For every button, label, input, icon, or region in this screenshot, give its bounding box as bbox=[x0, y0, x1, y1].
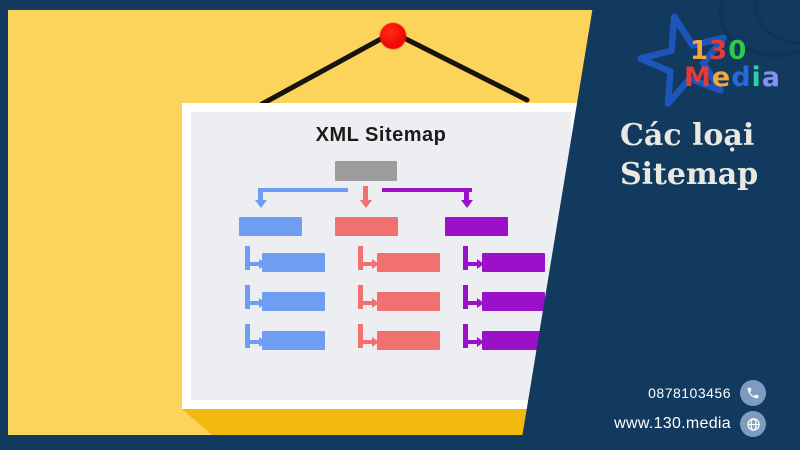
card-shadow bbox=[182, 409, 562, 435]
phone-number: 0878103456 bbox=[648, 385, 731, 401]
elbow-line bbox=[363, 262, 372, 266]
elbow-line bbox=[468, 340, 477, 344]
logo-word: Media bbox=[684, 62, 781, 93]
tree-child-box bbox=[262, 253, 325, 272]
tree-child-box bbox=[482, 253, 545, 272]
elbow-arrow-icon bbox=[372, 298, 379, 308]
tree-child-box bbox=[482, 292, 545, 311]
headline-line2: Sitemap bbox=[620, 157, 759, 192]
elbow-arrow-icon bbox=[477, 298, 484, 308]
elbow-arrow-icon bbox=[477, 259, 484, 269]
tree-child-box bbox=[377, 253, 440, 272]
elbow-line bbox=[245, 324, 250, 348]
elbow-line bbox=[468, 262, 477, 266]
logo-letter: 1 bbox=[690, 36, 710, 66]
website-url: www.130.media bbox=[614, 415, 731, 432]
logo-letter: e bbox=[711, 62, 732, 93]
branch-arrow-icon bbox=[254, 200, 267, 208]
brand-logo: 130 Media bbox=[630, 6, 800, 107]
phone-icon bbox=[740, 380, 766, 406]
branch-line bbox=[363, 186, 368, 200]
elbow-line bbox=[463, 324, 468, 348]
logo-letter: 0 bbox=[728, 36, 748, 66]
tree-parent-box bbox=[445, 217, 508, 236]
tree-parent-box bbox=[239, 217, 302, 236]
branch-arrow-icon bbox=[359, 200, 372, 208]
tree-child-box bbox=[262, 331, 325, 350]
tree-root-box bbox=[335, 161, 397, 181]
elbow-line bbox=[250, 340, 259, 344]
tree-child-box bbox=[262, 292, 325, 311]
elbow-arrow-icon bbox=[372, 337, 379, 347]
elbow-line bbox=[463, 285, 468, 309]
branch-line bbox=[258, 188, 348, 192]
elbow-line bbox=[358, 285, 363, 309]
branch-line bbox=[464, 188, 469, 200]
elbow-line bbox=[363, 340, 372, 344]
elbow-line bbox=[250, 301, 259, 305]
logo-number: 130 bbox=[690, 36, 747, 66]
branch-arrow-icon bbox=[460, 200, 473, 208]
elbow-line bbox=[363, 301, 372, 305]
elbow-arrow-icon bbox=[477, 337, 484, 347]
tree-child-box bbox=[377, 292, 440, 311]
branch-line bbox=[258, 188, 263, 200]
elbow-arrow-icon bbox=[372, 259, 379, 269]
poster-card: XML Sitemap bbox=[182, 103, 580, 409]
elbow-line bbox=[245, 246, 250, 270]
elbow-line bbox=[468, 301, 477, 305]
elbow-line bbox=[250, 262, 259, 266]
logo-letter: a bbox=[761, 62, 782, 93]
tree-parent-box bbox=[335, 217, 398, 236]
headline-line1: Các loại bbox=[620, 118, 755, 153]
website-row: www.130.media bbox=[614, 411, 766, 437]
poster-title: XML Sitemap bbox=[315, 124, 447, 146]
branch-line bbox=[382, 188, 472, 192]
poster-inner: XML Sitemap bbox=[191, 112, 571, 400]
logo-letter: d bbox=[731, 62, 752, 93]
logo-letter: i bbox=[751, 62, 762, 93]
star-icon bbox=[637, 13, 727, 107]
contact-info: 0878103456 www.130.media bbox=[614, 380, 766, 437]
elbow-line bbox=[463, 246, 468, 270]
tree-child-box bbox=[482, 331, 545, 350]
elbow-line bbox=[245, 285, 250, 309]
logo-letter: 3 bbox=[709, 36, 729, 66]
elbow-line bbox=[358, 246, 363, 270]
headline: Các loại Sitemap bbox=[620, 116, 796, 194]
pin-icon bbox=[380, 23, 406, 49]
logo-letter: M bbox=[684, 62, 712, 93]
tree-child-box bbox=[377, 331, 440, 350]
sitemap-tree bbox=[182, 103, 580, 409]
elbow-line bbox=[358, 324, 363, 348]
decorative-swirl bbox=[718, 0, 800, 58]
globe-icon bbox=[740, 411, 766, 437]
phone-row: 0878103456 bbox=[648, 380, 766, 406]
